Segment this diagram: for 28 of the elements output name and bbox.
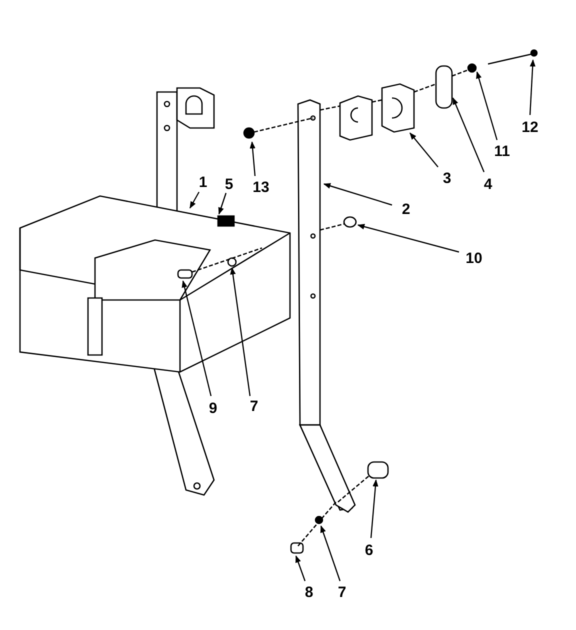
- leader-line: [323, 183, 392, 206]
- leader-line: [476, 71, 498, 140]
- callout-number: 12: [519, 120, 541, 136]
- callout-number: 4: [477, 177, 499, 193]
- callout-number: 2: [395, 202, 417, 218]
- leader-line: [182, 280, 212, 396]
- callout-number: 8: [298, 585, 320, 601]
- callout-number: 13: [250, 180, 272, 196]
- leader-line: [452, 97, 485, 172]
- leader-line: [529, 59, 536, 116]
- callout-number: 1: [192, 175, 214, 191]
- leader-line: [295, 555, 306, 582]
- leader-line: [230, 267, 251, 396]
- callout-number: 9: [202, 401, 224, 417]
- callout-number: 5: [218, 177, 240, 193]
- leader-line: [357, 224, 460, 253]
- leader-line: [189, 192, 200, 209]
- callout-number: 7: [243, 399, 265, 415]
- leader-line: [320, 525, 341, 582]
- callout-number: 11: [491, 144, 513, 160]
- callout-number: 10: [463, 251, 485, 267]
- leader-line: [370, 479, 378, 538]
- leader-line: [218, 192, 227, 215]
- callout-number: 6: [358, 543, 380, 559]
- leader-line: [410, 132, 438, 168]
- callout-number: 3: [436, 171, 458, 187]
- callout-number: 7: [331, 585, 353, 601]
- leader-line: [250, 141, 256, 176]
